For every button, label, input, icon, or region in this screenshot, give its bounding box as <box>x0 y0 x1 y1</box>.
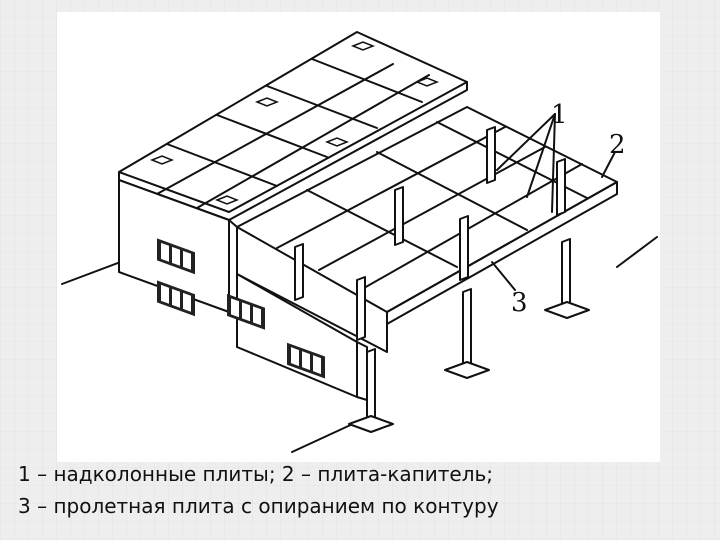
leader-line-1 <box>526 113 556 198</box>
callout-3: 3 <box>511 288 528 318</box>
roof-hatch <box>149 155 175 165</box>
lower-slab-edge <box>236 226 388 353</box>
footing <box>348 415 394 433</box>
column <box>394 186 404 246</box>
column <box>294 243 304 301</box>
ground-line <box>291 421 358 453</box>
roof-hatch <box>414 77 440 87</box>
leader-line-1 <box>496 113 556 171</box>
footing <box>444 361 490 379</box>
callout-2: 2 <box>609 130 626 160</box>
ground-line <box>616 236 658 268</box>
roof-hatch <box>350 41 376 51</box>
column <box>459 215 469 281</box>
column <box>462 288 472 371</box>
leader-line-1 <box>551 113 556 213</box>
roof-hatch <box>324 137 350 147</box>
caption-line-1: 1 – надколонные плиты; 2 – плита-капител… <box>18 462 494 486</box>
leader-line-2 <box>601 151 616 178</box>
leader-line-3 <box>491 261 516 291</box>
column <box>556 158 566 216</box>
footing <box>544 301 590 319</box>
caption-line-2: 3 – пролетная плита с опиранием по конту… <box>18 494 499 518</box>
building-frame-drawing <box>61 31 658 453</box>
column <box>356 276 366 341</box>
column <box>366 348 376 421</box>
roof-hatch <box>254 97 280 107</box>
column <box>561 238 571 311</box>
column <box>486 126 496 184</box>
figure-panel: 1 2 3 <box>57 12 660 462</box>
callout-1: 1 <box>551 100 568 130</box>
roof-hatch <box>214 195 240 205</box>
